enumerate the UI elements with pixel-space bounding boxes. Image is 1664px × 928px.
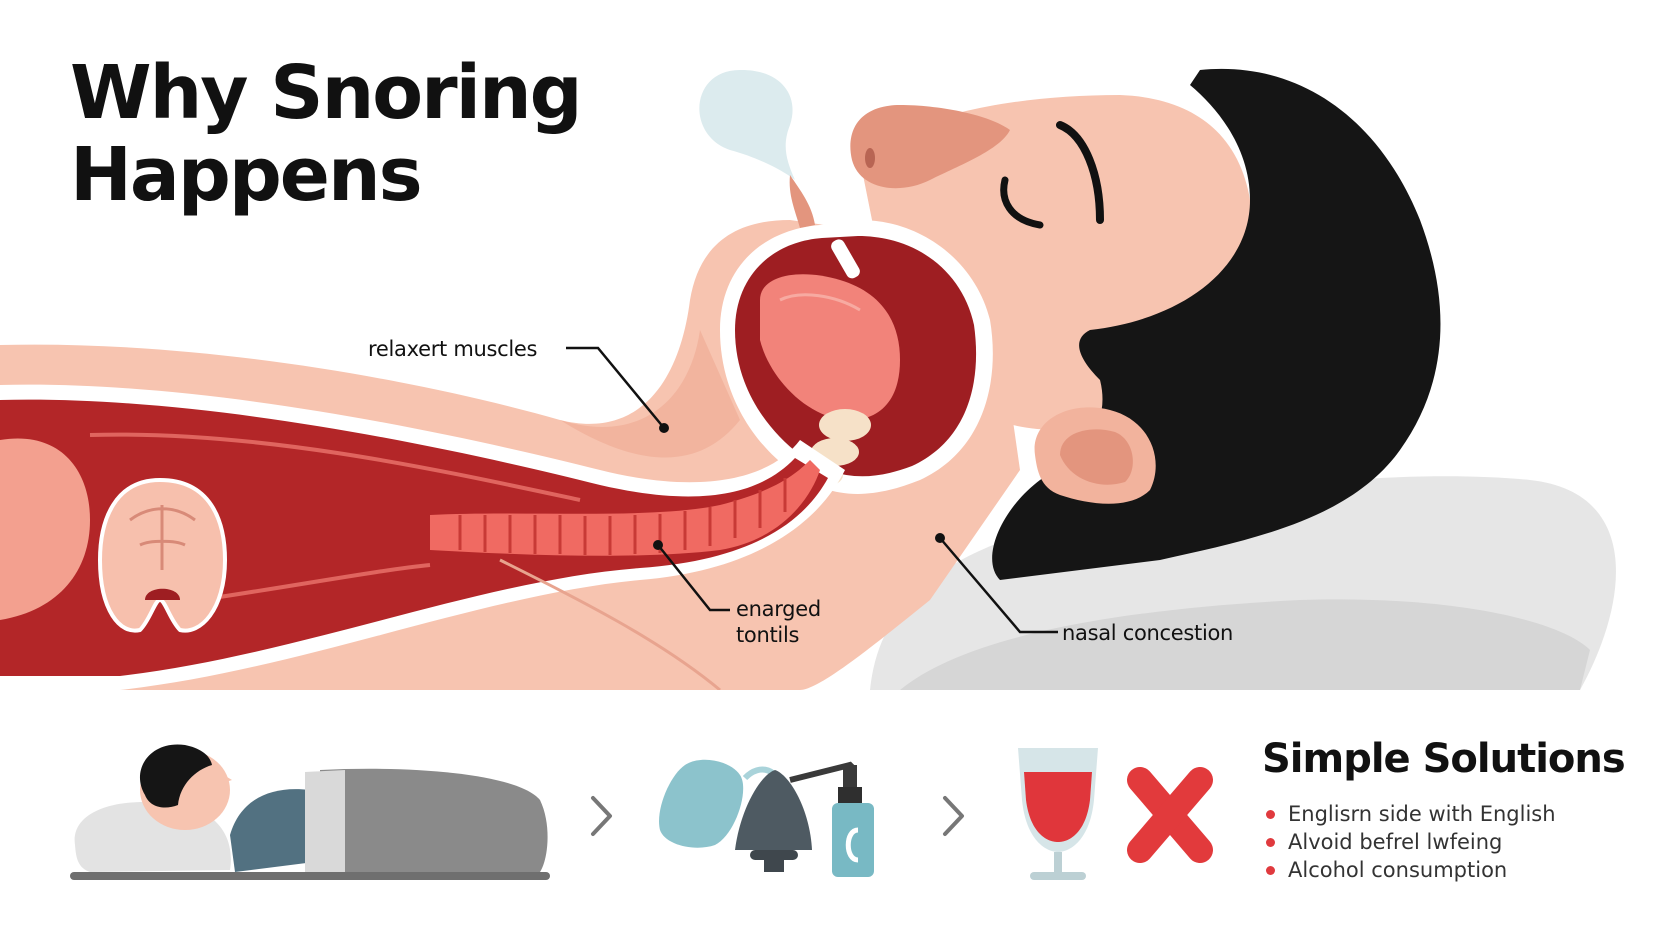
upper-teeth bbox=[831, 239, 860, 279]
chevron-right-icon bbox=[591, 796, 612, 836]
neck-shade bbox=[560, 330, 740, 458]
lips bbox=[789, 175, 815, 228]
epiglottis-1 bbox=[819, 409, 871, 441]
solution-item-text: Alcohol consumption bbox=[1288, 858, 1508, 882]
callout-lines bbox=[566, 346, 1058, 634]
callout-nasal-line bbox=[939, 537, 1058, 634]
eyebrow bbox=[1056, 121, 1104, 224]
title-line-1: Why Snoring bbox=[70, 50, 583, 136]
larynx-detail bbox=[129, 505, 196, 570]
solutions-title: Simple Solutions bbox=[1262, 736, 1626, 782]
trachea bbox=[430, 460, 820, 556]
pillow-shade bbox=[900, 599, 1590, 690]
larynx-opening bbox=[145, 588, 180, 600]
bullet-icon bbox=[1266, 810, 1275, 819]
label-relaxed-muscles: relaxert muscles bbox=[368, 337, 538, 361]
chevron-right-icon bbox=[943, 796, 964, 836]
trachea-rings bbox=[458, 478, 787, 555]
nasal-spray-icon bbox=[659, 759, 874, 877]
nose bbox=[850, 105, 1010, 189]
callout-tonsils-dot bbox=[653, 540, 663, 550]
airway-inner-line-2 bbox=[199, 563, 431, 602]
solution-item-text: Alvoid befrel lwfeing bbox=[1288, 830, 1503, 854]
solution-item: Englisrn side with English bbox=[1266, 800, 1556, 828]
body-line bbox=[499, 558, 721, 692]
solution-item: Alvoid befrel lwfeing bbox=[1266, 828, 1556, 856]
wine-glass-icon bbox=[1018, 748, 1098, 880]
label-nasal-congestion: nasal concestion bbox=[1062, 621, 1234, 645]
callout-muscles-dot bbox=[659, 423, 669, 433]
tongue bbox=[760, 274, 900, 420]
solutions-list: Englisrn side with English Alvoid befrel… bbox=[1266, 800, 1556, 884]
label-enlarged-tonsils-line-1: enarged bbox=[736, 597, 821, 621]
tongue-highlight bbox=[779, 293, 861, 312]
closed-eye bbox=[1000, 176, 1044, 229]
callout-tonsils-line bbox=[657, 544, 730, 612]
airway-inner-line bbox=[89, 432, 581, 502]
side-sleeping-icon bbox=[70, 744, 550, 880]
callout-muscles-line bbox=[566, 346, 665, 429]
ear-inner bbox=[1060, 429, 1133, 485]
title-line-2: Happens bbox=[70, 132, 423, 218]
page-title: Why Snoring Happens bbox=[70, 50, 583, 218]
bullet-icon bbox=[1266, 838, 1275, 847]
bullet-icon bbox=[1266, 866, 1275, 875]
red-x-icon bbox=[1127, 767, 1213, 863]
breath-bubble bbox=[699, 69, 795, 180]
callout-nasal-dot bbox=[935, 533, 945, 543]
solution-item: Alcohol consumption bbox=[1266, 856, 1556, 884]
tissue-lobe bbox=[0, 438, 90, 620]
nostril bbox=[865, 148, 875, 168]
label-enlarged-tonsils-line-2: tontils bbox=[736, 623, 800, 647]
solution-item-text: Englisrn side with English bbox=[1288, 802, 1556, 826]
